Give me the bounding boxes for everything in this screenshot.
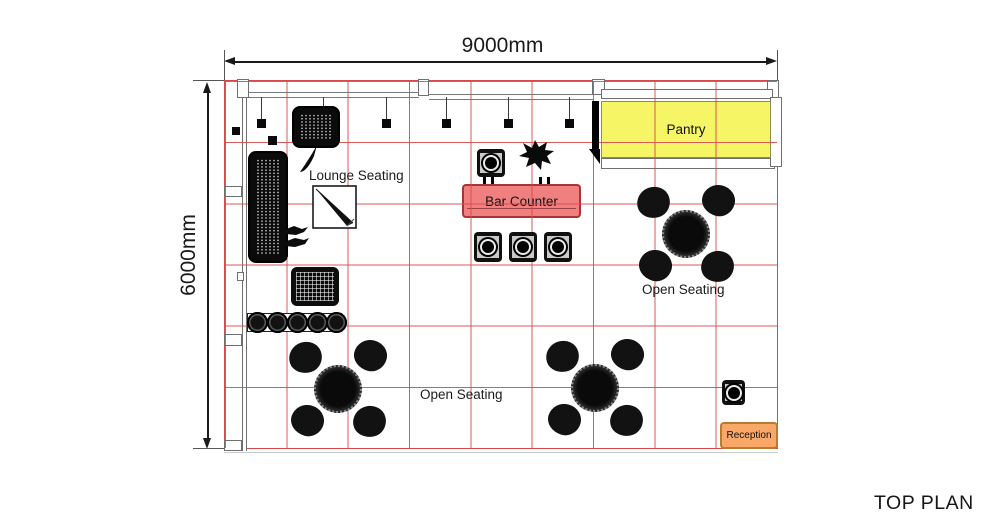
chair-icon — [698, 247, 737, 286]
page-title: TOP PLAN — [874, 492, 974, 514]
bar-stool-icon — [509, 232, 537, 262]
chair-icon — [350, 336, 391, 375]
hanging-light-icon — [441, 97, 451, 128]
column-left-1 — [224, 186, 242, 197]
column-left-2 — [237, 272, 244, 281]
hanging-light-icon — [256, 97, 266, 128]
dining-table-group — [282, 333, 394, 445]
lounge-rug-icon — [291, 267, 339, 306]
dining-table-group — [539, 332, 651, 444]
dimension-width-tick-right — [777, 50, 778, 82]
wall-light-icon — [268, 136, 277, 145]
round-stool-icon — [247, 312, 268, 333]
reception-zone: Reception — [720, 422, 778, 449]
open-seating-right-label: Open Seating — [642, 282, 725, 297]
chair-icon — [698, 181, 739, 220]
dimension-height-label: 6000mm — [177, 214, 200, 296]
round-stool-icon — [326, 312, 347, 333]
chair-icon — [350, 402, 389, 441]
hanging-light-icon — [503, 97, 513, 128]
pantry-wall-divider — [592, 101, 599, 151]
column-left-3 — [224, 334, 242, 346]
lounge-sofa-top — [292, 106, 340, 148]
wall-light-icon — [232, 127, 240, 135]
lounge-chairs-icon — [282, 224, 310, 254]
round-stool-icon — [287, 312, 308, 333]
hanging-light-icon — [381, 97, 391, 128]
hanging-light-icon — [564, 97, 574, 128]
round-stool-icon — [267, 312, 288, 333]
open-seating-bottom-label: Open Seating — [420, 387, 503, 402]
round-stool-icon — [307, 312, 328, 333]
lounge-seating-label: Lounge Seating — [309, 168, 404, 183]
bar-stool-icon — [474, 232, 502, 262]
pantry-zone: Pantry — [601, 101, 771, 158]
dining-table-group — [630, 178, 742, 290]
dimension-height-line — [207, 90, 209, 441]
dimension-height-tick-bottom — [193, 448, 227, 449]
dimension-width-arrow-left — [224, 57, 235, 65]
wall-pantry-right — [770, 97, 782, 167]
wall-track-top-1 — [247, 92, 419, 98]
bar-stool-icon — [544, 232, 572, 262]
bar-counter-zone: Bar Counter — [462, 184, 581, 218]
round-table-icon — [571, 364, 619, 412]
column-top-2 — [418, 79, 429, 96]
dimension-height-tick-top — [193, 80, 227, 81]
lounge-table-icon — [312, 185, 357, 229]
dimension-width-arrow-right — [766, 57, 777, 65]
pantry-door-swing — [589, 149, 600, 164]
chair-icon — [607, 401, 646, 440]
chair-icon — [607, 335, 648, 374]
round-table-icon — [662, 210, 710, 258]
floor-edge-line — [224, 452, 778, 453]
reception-label: Reception — [726, 430, 772, 441]
column-top-1 — [237, 79, 249, 98]
dimension-width-tick-left — [224, 50, 225, 82]
bar-counter-label: Bar Counter — [485, 193, 558, 209]
dimension-height-arrow-top — [203, 82, 211, 93]
pantry-label: Pantry — [666, 122, 706, 137]
reception-stool-icon — [722, 380, 745, 405]
plant-icon — [517, 139, 555, 171]
dimension-width-line — [233, 61, 771, 63]
bar-stool-icon — [477, 149, 505, 177]
floor-plan: Pantry Bar Counter Reception — [224, 79, 782, 451]
dimension-height-arrow-bottom — [203, 438, 211, 449]
stool-legs-icon — [539, 177, 550, 184]
column-left-4 — [224, 440, 242, 451]
wall-pantry-top — [601, 89, 773, 99]
round-table-icon — [314, 365, 362, 413]
wall-pantry-bottom — [601, 158, 775, 169]
dimension-width-label: 9000mm — [461, 34, 544, 57]
stool-legs-icon — [483, 177, 494, 184]
